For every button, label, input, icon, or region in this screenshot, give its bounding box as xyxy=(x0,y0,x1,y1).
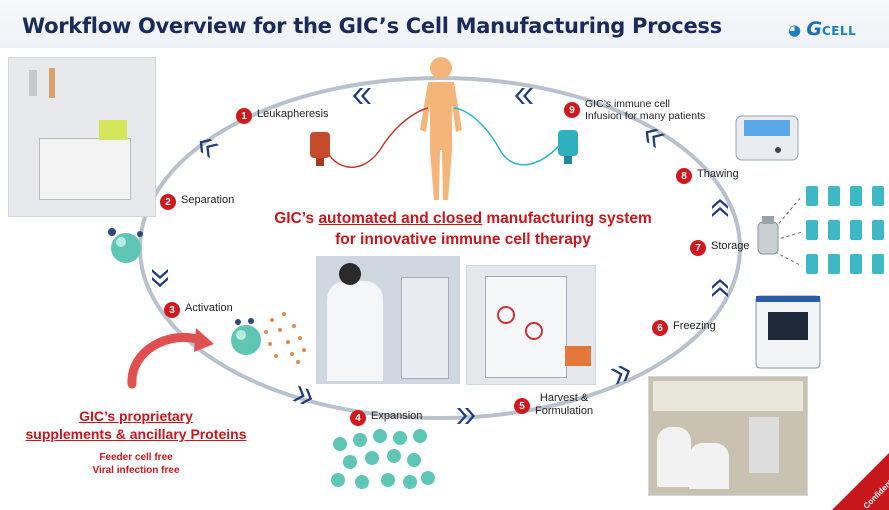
header-bar xyxy=(0,0,889,48)
logo-icon: ◕ xyxy=(788,21,802,39)
freezer-icon xyxy=(755,295,821,369)
step-number: 8 xyxy=(676,168,692,184)
step-label: Expansion xyxy=(371,410,423,422)
company-logo: ◕ GCELL xyxy=(788,18,856,40)
step-activation: 3 Activation xyxy=(164,302,233,318)
step-freezing: 6 Freezing xyxy=(652,320,716,336)
chevron-icon xyxy=(152,269,168,287)
step-label: Activation xyxy=(185,302,233,314)
step-thawing: 8 Thawing xyxy=(676,168,739,184)
step-expansion: 4 Expansion xyxy=(350,410,422,426)
blood-bag-icon xyxy=(310,132,330,166)
step-number: 2 xyxy=(160,194,176,210)
step-storage: 7 Storage xyxy=(690,240,750,256)
step-leukapheresis: 1 Leukapheresis xyxy=(236,108,329,124)
chevron-icon xyxy=(353,88,371,104)
expansion-cells xyxy=(331,429,435,489)
storage-links xyxy=(774,195,803,267)
proprietary-heading: GIC’s proprietary supplements & ancillar… xyxy=(2,407,270,443)
headline-underlined: automated and closed xyxy=(318,210,483,227)
proprietary-note-2: Viral infection free xyxy=(92,465,180,476)
headline-line1: GIC’s automated and closed manufacturing… xyxy=(274,210,652,227)
proprietary-line2: supplements & ancillary Proteins xyxy=(25,426,247,442)
step-number: 9 xyxy=(564,102,580,118)
proprietary-note-1: Feeder cell free xyxy=(99,452,173,463)
workflow-cycle xyxy=(108,57,884,489)
red-line xyxy=(321,107,429,168)
step-number: 5 xyxy=(514,398,530,414)
chevron-icon xyxy=(712,279,728,297)
step-label: Leukapheresis xyxy=(257,108,329,120)
human-body-icon xyxy=(420,57,462,200)
headline-line2: for innovative immune cell therapy xyxy=(335,231,591,248)
cycle-chevrons xyxy=(152,88,728,424)
proprietary-notes: Feeder cell free Viral infection free xyxy=(2,451,270,477)
vial-icon-grid xyxy=(806,186,884,274)
step-infusion: 9 GIC’s immune cell Infusion for many pa… xyxy=(564,98,705,122)
closed-system-photo xyxy=(466,265,596,385)
step-number: 6 xyxy=(652,320,668,336)
cytokine-dots xyxy=(264,312,306,364)
scientist-lab-photo xyxy=(316,256,460,384)
step-label: Separation xyxy=(181,194,235,206)
step-label: Storage xyxy=(711,240,750,252)
step-label: Harvest & Formulation xyxy=(535,392,594,417)
step-label: GIC’s immune cell Infusion for many pati… xyxy=(585,98,706,122)
step-number: 1 xyxy=(236,108,252,124)
chevron-icon xyxy=(610,365,631,385)
step-label: Freezing xyxy=(673,320,716,332)
logo-letter: G xyxy=(806,18,822,40)
biosafety-cabinet-photo xyxy=(648,376,808,496)
blood-bag-icon xyxy=(558,130,578,164)
logo-text: CELL xyxy=(821,24,857,38)
step-label: Thawing xyxy=(697,168,739,180)
step-number: 3 xyxy=(164,302,180,318)
chevron-icon xyxy=(457,408,475,424)
proprietary-line1: GIC’s proprietary xyxy=(79,408,193,424)
cell-icon xyxy=(231,318,261,355)
chevron-icon xyxy=(712,199,728,217)
step-number: 7 xyxy=(690,240,706,256)
step-separation: 2 Separation xyxy=(160,194,234,210)
chevron-icon xyxy=(515,88,533,104)
thawing-device-icon xyxy=(735,115,799,161)
cell-icon xyxy=(108,228,143,263)
chevron-icon xyxy=(199,138,220,159)
leukapheresis-machine-photo xyxy=(8,57,156,217)
step-number: 4 xyxy=(350,410,366,426)
page-title: Workflow Overview for the GIC’s Cell Man… xyxy=(22,14,722,38)
chevron-icon xyxy=(645,128,666,149)
confidential-ribbon: Confidential xyxy=(832,453,889,510)
chevron-icon xyxy=(292,385,313,405)
curved-arrow-icon xyxy=(127,332,205,389)
system-headline: GIC’s automated and closed manufacturing… xyxy=(233,208,693,250)
arrowhead xyxy=(194,328,214,352)
teal-line xyxy=(453,107,565,166)
cryo-tank-icon xyxy=(757,216,779,255)
step-harvest-formulation: 5 Harvest & Formulation xyxy=(514,392,593,418)
